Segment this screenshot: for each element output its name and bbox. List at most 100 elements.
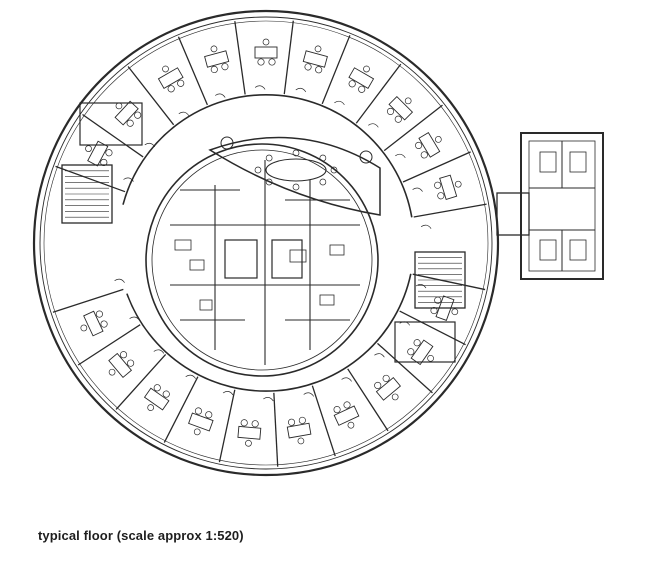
desk [375, 376, 402, 401]
conference-chair [319, 178, 327, 186]
outer-facade-wall [32, 9, 500, 477]
office-partition [77, 324, 141, 366]
desk-group [286, 416, 312, 445]
desk [204, 50, 230, 68]
office-partition [383, 104, 443, 152]
corridor-outer-wall-north [122, 94, 413, 218]
conference-table [265, 158, 327, 182]
desk-group [430, 295, 459, 321]
lift-shaft [224, 239, 258, 279]
stair-annex-tower [496, 132, 604, 280]
chair [434, 181, 442, 189]
desk [143, 387, 170, 411]
annex-fixture [569, 151, 587, 173]
column [359, 150, 373, 164]
annex-fixture [539, 151, 557, 173]
desk-group [204, 45, 230, 74]
door-swing [420, 224, 432, 229]
desk-group [386, 95, 414, 123]
door-swing [114, 278, 125, 283]
desk [237, 425, 262, 440]
chair [119, 351, 128, 359]
sanitary-fixture [329, 244, 345, 256]
building-walls [32, 9, 500, 477]
chair [415, 141, 423, 149]
chair [108, 368, 116, 376]
office-partition [355, 63, 402, 124]
office-partition [177, 36, 208, 106]
desk-group [108, 351, 135, 379]
chair [434, 136, 442, 143]
chair [115, 102, 123, 110]
desk-group [254, 38, 278, 66]
door-swing [374, 353, 385, 358]
desk [286, 422, 312, 439]
desk-group [348, 65, 375, 93]
kitchenette [394, 321, 456, 363]
chair [454, 180, 462, 188]
chair [404, 97, 412, 105]
core-outer-wall [145, 143, 379, 377]
conference-chair [330, 166, 338, 174]
office-partition [321, 35, 351, 105]
chair [297, 437, 305, 445]
chair [287, 418, 296, 426]
office-partition [347, 368, 389, 432]
desk-group [114, 100, 142, 127]
door-swing [295, 87, 307, 93]
door-swing [254, 85, 266, 90]
chair [205, 411, 213, 419]
desk [302, 50, 328, 68]
chair [257, 58, 265, 66]
desk [254, 46, 278, 59]
desk [418, 131, 441, 158]
desk [83, 310, 104, 337]
desk [435, 295, 455, 321]
desk-group [374, 374, 402, 401]
desk-group [80, 310, 108, 337]
sanitary-fixture [199, 299, 213, 311]
chair [268, 58, 276, 66]
chair [413, 339, 421, 347]
desk-group [407, 339, 434, 366]
core-inner-wall [151, 149, 373, 371]
office-partition [115, 354, 167, 410]
chair [347, 421, 355, 429]
conference-island [208, 136, 381, 216]
chair [407, 348, 415, 356]
staircases [61, 102, 466, 363]
west-staircase [61, 164, 113, 224]
chair [240, 419, 248, 427]
conference-chair [292, 183, 300, 191]
door-swing [334, 100, 345, 106]
sanitary-fixture [289, 249, 307, 263]
conference-chair [319, 154, 327, 162]
sanitary-fixture [174, 239, 192, 251]
annex-tower-outer [520, 132, 604, 280]
chair [167, 85, 175, 93]
chair [85, 145, 92, 152]
desk-group [143, 384, 170, 411]
chair [153, 384, 161, 392]
chair [314, 45, 322, 53]
chair [245, 439, 252, 447]
door-swing [178, 111, 190, 116]
chair [177, 79, 185, 87]
chair [262, 38, 270, 46]
desk [108, 352, 133, 379]
column [220, 136, 234, 150]
chair [210, 45, 218, 53]
conference-chair [292, 149, 300, 157]
chair [127, 359, 135, 367]
chair [95, 310, 103, 318]
service-core [170, 160, 360, 365]
chair [193, 428, 201, 436]
door-swing [263, 397, 274, 402]
chair [304, 63, 312, 71]
desk-group [434, 174, 462, 200]
conference-chair [254, 166, 262, 174]
chair [437, 192, 445, 200]
chair [100, 320, 108, 328]
door-swing [185, 374, 196, 379]
chair [162, 390, 170, 398]
